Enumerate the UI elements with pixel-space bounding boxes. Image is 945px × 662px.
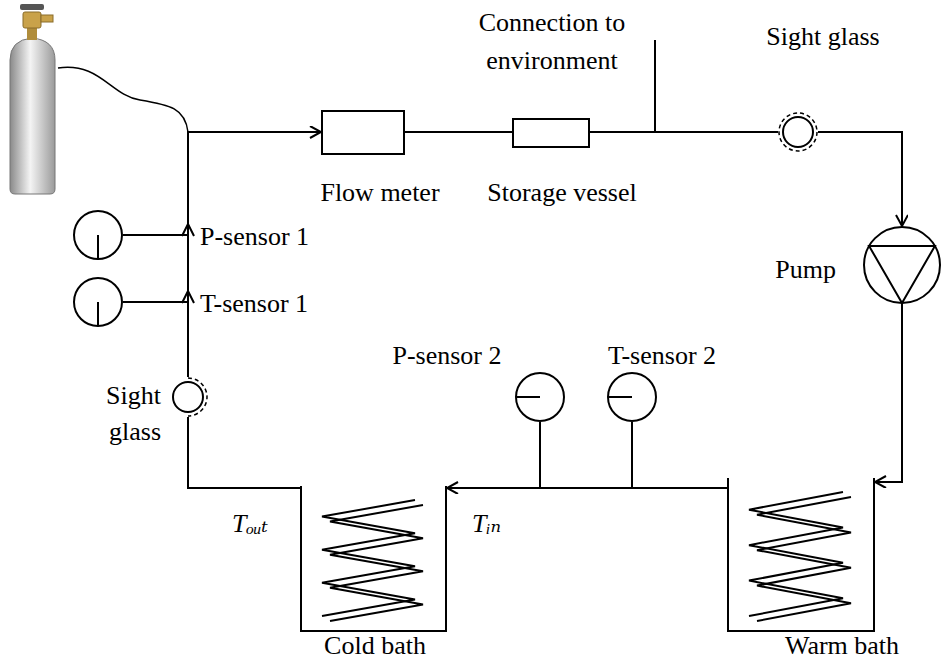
- node-outline: [73, 210, 123, 260]
- node-label: P-sensor 2: [392, 341, 501, 371]
- node-label: Flow meter: [320, 178, 439, 208]
- sensor-needle: [97, 235, 99, 259]
- heat-exchanger-coil: [330, 505, 423, 621]
- pipe-connector: [123, 235, 188, 377]
- pressure-sensor: P-sensor 2: [515, 372, 565, 422]
- pipe-connector: [447, 422, 540, 488]
- pipe-connector: [447, 422, 632, 488]
- cylinder-outlet: [41, 15, 53, 22]
- cylinder-valve: [23, 12, 41, 28]
- cylinder-body: [10, 38, 55, 194]
- pump-triangle: [869, 246, 935, 303]
- node-label: P-sensor 1: [200, 222, 309, 252]
- pump-symbol: Pump: [863, 226, 941, 304]
- node-label: Pump: [775, 255, 836, 285]
- node-label: T-sensor 1: [200, 289, 308, 319]
- box-outline: [322, 111, 404, 154]
- pipe-connector: [875, 304, 902, 482]
- sensor-circle: [74, 278, 122, 326]
- gas-cylinder: [10, 4, 55, 194]
- node-outline: [515, 372, 565, 422]
- node-outline: [300, 486, 447, 632]
- pipe-connector: [188, 417, 300, 488]
- pressure-sensor: P-sensor 1: [73, 210, 123, 260]
- node-outline: [778, 112, 818, 152]
- sensor-needle: [97, 302, 99, 326]
- pipe-connector: [123, 302, 188, 377]
- node-label: Sight glass: [106, 378, 161, 450]
- sensor-circle: [74, 211, 122, 259]
- node-outline: [321, 110, 405, 155]
- sight-glass: Sight glass: [168, 377, 208, 417]
- flow-meter-box: Flow meter: [321, 110, 405, 155]
- node-label: Warm bath: [785, 631, 899, 661]
- sight-glass-window: [779, 113, 817, 151]
- sight-glass-circle: [783, 117, 813, 147]
- heat-exchanger-coil: [322, 500, 415, 616]
- sight-glass-circle: [173, 382, 203, 412]
- box-outline: [513, 119, 589, 147]
- node-outline: [512, 118, 590, 148]
- node-label: Sight glass: [766, 22, 879, 52]
- node-outline: [73, 277, 123, 327]
- pipe-connector: [405, 131, 512, 133]
- bath-container: [728, 478, 874, 631]
- environment-connection-line: [654, 40, 656, 132]
- sensor-needle: [516, 396, 540, 398]
- node-label: Storage vessel: [487, 178, 636, 208]
- heat-exchanger-coil: [757, 497, 851, 621]
- bath-container: [301, 486, 446, 631]
- warm-bath: Warm bath: [727, 478, 875, 632]
- node-label: Cold bath: [324, 631, 426, 661]
- sight-glass-window: [188, 378, 207, 416]
- temperature-sensor: T-sensor 1: [73, 277, 123, 327]
- temperature-symbol: Tₒᵤₜ: [232, 509, 268, 539]
- sensor-needle: [608, 396, 632, 398]
- sensor-circle: [516, 373, 564, 421]
- pipe-connector: [188, 132, 321, 377]
- gas-hose: [58, 67, 188, 132]
- pipe-connector: [590, 131, 778, 133]
- cold-bath: Cold bath: [300, 486, 447, 632]
- pump-circle: [864, 227, 940, 303]
- node-label: T-sensor 2: [608, 341, 716, 371]
- annotation-text: Connection to environment: [460, 4, 645, 80]
- sight-glass: Sight glass: [778, 112, 818, 152]
- node-outline: [727, 478, 875, 632]
- storage-vessel-box: Storage vessel: [512, 118, 590, 148]
- heat-exchanger-coil: [749, 492, 843, 616]
- pipe-connector: [818, 132, 902, 226]
- cylinder-knob: [20, 4, 44, 10]
- temperature-sensor: T-sensor 2: [607, 372, 657, 422]
- node-outline: [863, 226, 941, 304]
- sensor-circle: [608, 373, 656, 421]
- node-outline: [607, 372, 657, 422]
- node-outline: [168, 377, 208, 417]
- temperature-symbol: Tᵢₙ: [472, 509, 501, 539]
